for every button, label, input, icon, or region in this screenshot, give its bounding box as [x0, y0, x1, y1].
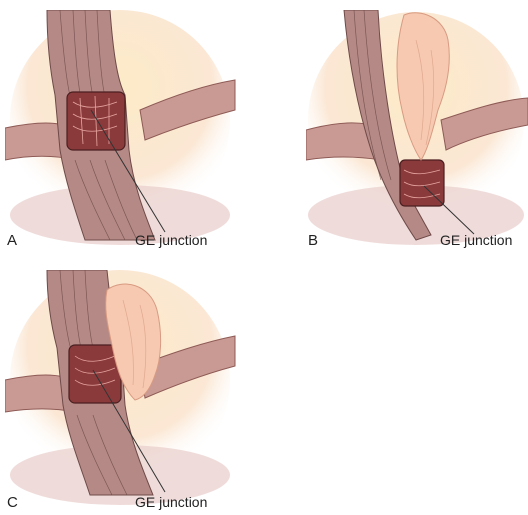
- panel-label: A: [7, 233, 17, 248]
- panel-c-illustration: [5, 270, 245, 510]
- panel-c: C GE junction: [5, 270, 245, 510]
- ge-junction-label: GE junction: [135, 495, 207, 509]
- ge-junction-label: GE junction: [135, 233, 207, 247]
- panel-a: A GE junction: [5, 10, 245, 250]
- ge-junction-label: GE junction: [440, 233, 512, 247]
- panel-label: B: [308, 233, 318, 248]
- panel-b: B GE junction: [306, 10, 528, 250]
- panel-a-illustration: [5, 10, 245, 250]
- panel-b-illustration: [306, 10, 528, 250]
- panel-label: C: [7, 495, 18, 510]
